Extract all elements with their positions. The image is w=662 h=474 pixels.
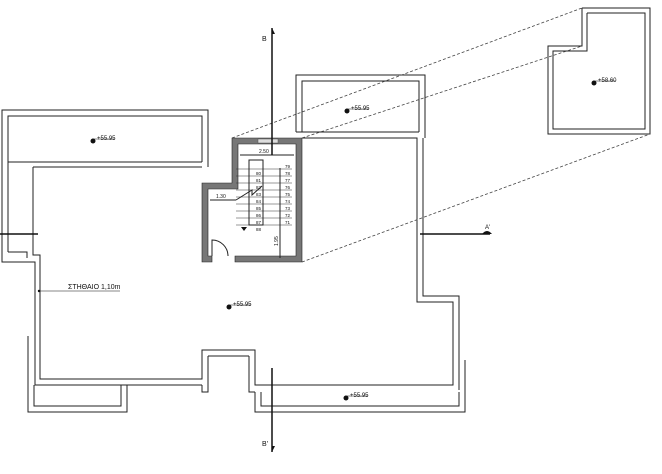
step-number: 71 — [285, 220, 291, 225]
step-number: 85 — [256, 206, 262, 211]
step-number: 82 — [256, 185, 262, 190]
step-number: 86 — [256, 213, 262, 218]
section-lines — [0, 28, 492, 452]
projection-lines — [231, 7, 651, 263]
step-number: 88 — [256, 227, 262, 232]
level-bottom-balcony: +55.95 — [350, 393, 369, 399]
step-number: 78 — [285, 171, 291, 176]
step-number: 87 — [256, 220, 262, 225]
main-roof-outline — [1, 137, 460, 393]
section-label-b: B — [262, 36, 267, 43]
step-number: 76 — [285, 185, 291, 190]
level-upper-roof: +58.60 — [598, 78, 617, 84]
level-markers — [90, 80, 616, 401]
top-left-balcony — [1, 109, 209, 258]
level-top-right: +55.95 — [351, 106, 370, 112]
step-number: 84 — [256, 199, 262, 204]
vertical-dim: 1.95 — [274, 236, 280, 246]
section-label-b-prime: B' — [262, 441, 268, 448]
step-number: 75 — [285, 192, 291, 197]
step-number: 80 — [256, 171, 262, 176]
section-label-a-prime: A' — [485, 225, 490, 231]
stair-core: 79 78 77 76 75 74 73 72 71 80 81 82 83 84 85 86 87 88 — [201, 137, 303, 263]
upper-roof-plan — [547, 7, 651, 135]
step-number: 81 — [256, 178, 262, 183]
parapet-leader-dot — [37, 289, 41, 293]
step-number: 79 — [285, 164, 291, 169]
step-number: 74 — [285, 199, 291, 204]
level-top-left: +55.95 — [97, 136, 116, 142]
step-number: 73 — [285, 206, 291, 211]
bottom-left-balcony — [27, 336, 128, 413]
top-right-balcony — [295, 74, 426, 138]
bottom-right-balcony — [254, 360, 466, 413]
landing-dim: 1.30 — [216, 194, 226, 200]
step-number: 77 — [285, 178, 291, 183]
stair-width-dim: 2.50 — [259, 149, 269, 155]
level-main-roof: +55.95 — [233, 302, 252, 308]
step-number: 72 — [285, 213, 291, 218]
step-number: 83 — [256, 192, 262, 197]
parapet-label: ΣΤΗΘΑΙΟ 1,10m — [68, 284, 121, 291]
